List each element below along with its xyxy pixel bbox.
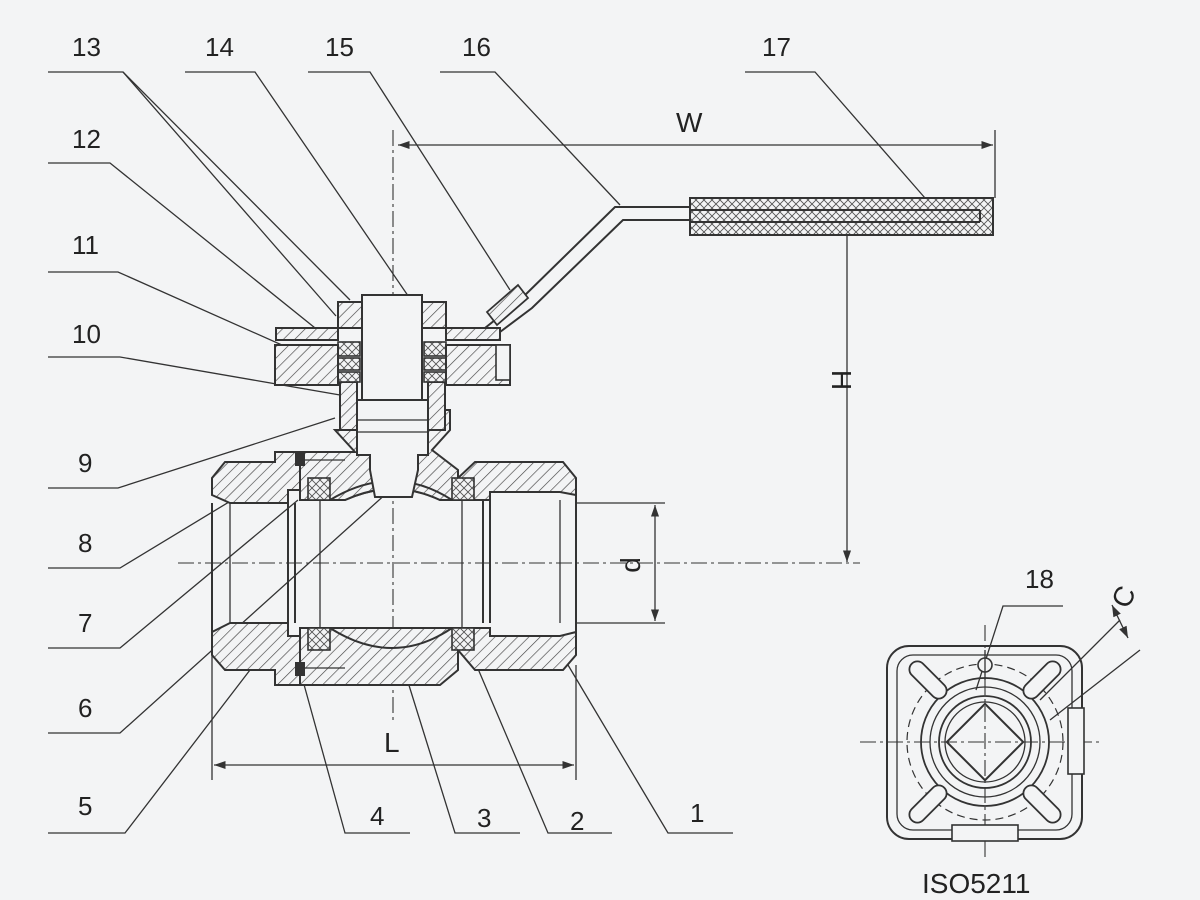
callout-10: 10 <box>72 319 101 349</box>
callout-3: 3 <box>477 803 491 833</box>
callout-18: 18 <box>1025 564 1054 594</box>
centerlines <box>178 130 860 720</box>
dimension-h: H <box>826 205 857 562</box>
handle <box>484 197 994 333</box>
dim-label-h: H <box>826 370 857 390</box>
callout-13: 13 <box>72 32 101 62</box>
callout-1: 1 <box>690 798 704 828</box>
callout-6: 6 <box>78 693 92 723</box>
leader-lines <box>48 71 1063 834</box>
callout-9: 9 <box>78 448 92 478</box>
callout-16: 16 <box>462 32 491 62</box>
dim-label-d: d <box>615 557 646 573</box>
iso-standard-label: ISO5211 <box>922 868 1030 899</box>
callout-8: 8 <box>78 528 92 558</box>
callout-7: 7 <box>78 608 92 638</box>
dimension-d: d <box>575 502 665 624</box>
dimension-w: W <box>398 107 996 198</box>
dim-label-w: W <box>676 107 703 138</box>
callout-12: 12 <box>72 124 101 154</box>
iso-flange-view: C ISO5211 <box>860 581 1142 899</box>
callout-15: 15 <box>325 32 354 62</box>
dim-label-l: L <box>384 727 400 758</box>
stem-assembly <box>274 294 511 498</box>
dimension-l: L <box>211 655 577 780</box>
callout-17: 17 <box>762 32 791 62</box>
callout-2: 2 <box>570 806 584 836</box>
callout-14: 14 <box>205 32 234 62</box>
callout-5: 5 <box>78 791 92 821</box>
dim-label-c: C <box>1105 581 1142 612</box>
callout-11: 11 <box>72 230 99 260</box>
callout-numbers: 13 14 15 16 17 12 11 10 9 8 7 6 5 4 3 2 … <box>72 32 1054 836</box>
callout-4: 4 <box>370 801 384 831</box>
